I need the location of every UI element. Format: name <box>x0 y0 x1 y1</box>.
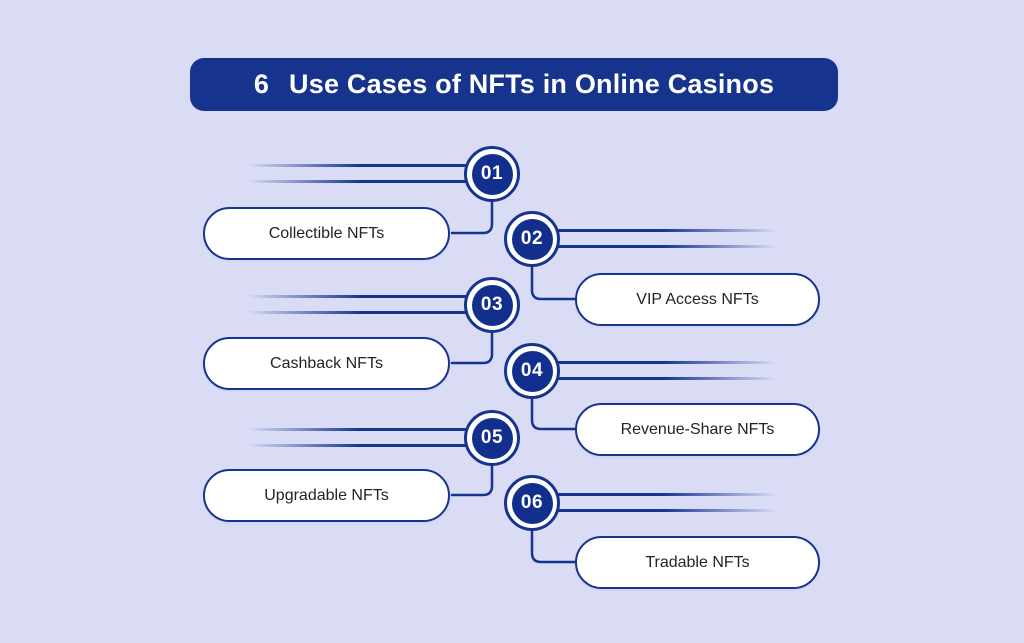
title-banner: 6 Use Cases of NFTs in Online Casinos <box>190 58 838 111</box>
step-number-badge-06: 06 <box>504 475 560 531</box>
use-case-label: VIP Access NFTs <box>636 290 759 308</box>
title-number: 6 <box>253 69 270 99</box>
connector-line-01 <box>450 200 494 235</box>
connector-line-04 <box>530 397 579 431</box>
step-number: 02 <box>511 218 553 260</box>
fade-rail <box>247 428 467 431</box>
step-number-badge-03: 03 <box>464 277 520 333</box>
connector-line-05 <box>450 464 494 497</box>
step-number: 04 <box>511 350 553 392</box>
use-case-pill-collectible: Collectible NFTs <box>203 207 450 260</box>
use-case-label: Cashback NFTs <box>270 354 383 372</box>
page-title: Use Cases of NFTs in Online Casinos <box>289 69 775 99</box>
step-number-badge-01: 01 <box>464 146 520 202</box>
step-number: 06 <box>511 482 553 524</box>
use-case-pill-upgradable: Upgradable NFTs <box>203 469 450 522</box>
step-number-badge-05: 05 <box>464 410 520 466</box>
step-number: 01 <box>471 153 513 195</box>
use-case-pill-vip-access: VIP Access NFTs <box>575 273 820 326</box>
connector-line-03 <box>450 331 494 365</box>
use-case-label: Tradable NFTs <box>645 553 750 571</box>
connector-line-06 <box>530 529 579 564</box>
use-case-pill-tradable: Tradable NFTs <box>575 536 820 589</box>
use-case-pill-cashback: Cashback NFTs <box>203 337 450 390</box>
use-case-label: Revenue-Share NFTs <box>620 420 775 438</box>
fade-rail <box>247 164 467 167</box>
fade-rail <box>247 180 467 183</box>
step-number: 03 <box>471 284 513 326</box>
fade-rail <box>557 509 777 512</box>
use-case-label: Collectible NFTs <box>268 224 385 242</box>
connector-line-02 <box>530 265 579 301</box>
fade-rail <box>557 493 777 496</box>
fade-rail <box>557 229 777 232</box>
use-case-label: Upgradable NFTs <box>264 486 389 504</box>
fade-rail <box>557 377 777 380</box>
fade-rail <box>247 311 467 314</box>
step-number: 05 <box>471 417 513 459</box>
step-number-badge-02: 02 <box>504 211 560 267</box>
fade-rail <box>247 295 467 298</box>
fade-rail <box>557 361 777 364</box>
fade-rail <box>247 444 467 447</box>
fade-rail <box>557 245 777 248</box>
use-case-pill-revenue-share: Revenue-Share NFTs <box>575 403 820 456</box>
step-number-badge-04: 04 <box>504 343 560 399</box>
